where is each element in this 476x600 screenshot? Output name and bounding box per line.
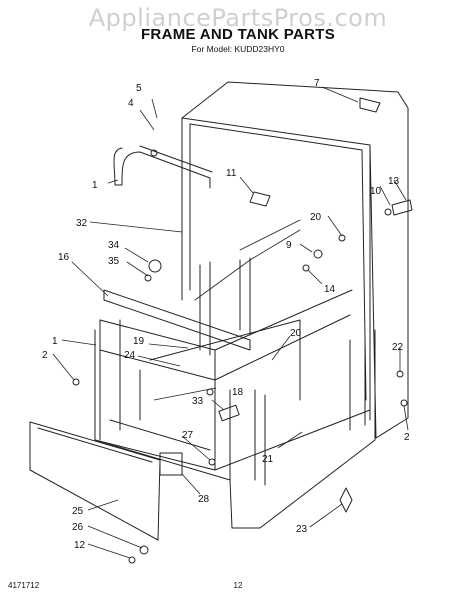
callout-17: 18 bbox=[232, 387, 244, 398]
callout-27: 27 bbox=[182, 430, 194, 441]
model-subtitle: For Model: KUDD23HY0 bbox=[191, 44, 285, 54]
watermark: AppliancePartsPros.com bbox=[88, 4, 388, 32]
callout-35: 35 bbox=[108, 256, 120, 267]
part-34 bbox=[148, 259, 162, 273]
part-33 bbox=[218, 404, 240, 422]
page-number: 12 bbox=[233, 581, 243, 590]
callout-1: 1 bbox=[52, 336, 58, 347]
part-7 bbox=[359, 97, 381, 113]
callout-28: 28 bbox=[198, 494, 210, 505]
callout-25: 23 bbox=[296, 524, 308, 535]
part-28 bbox=[159, 452, 183, 476]
rail bbox=[103, 289, 251, 351]
callout-26: 26 bbox=[72, 522, 84, 533]
callout-32: 32 bbox=[76, 218, 88, 229]
callout-23: 24 bbox=[124, 350, 136, 361]
callout-34: 34 bbox=[108, 240, 120, 251]
callout-22: 22 bbox=[392, 342, 404, 353]
callout-13: 13 bbox=[388, 176, 400, 187]
callout-10: 10 bbox=[370, 186, 382, 197]
callout-5: 5 bbox=[136, 83, 142, 94]
callout-9: 9 bbox=[286, 240, 292, 251]
callout-3: 1 bbox=[92, 180, 98, 191]
callout-2a: 2 bbox=[42, 350, 48, 361]
tank-outline bbox=[181, 81, 409, 439]
callout-16: 16 bbox=[58, 252, 70, 263]
part-11 bbox=[249, 191, 271, 207]
document-number: 4171712 bbox=[8, 581, 40, 590]
callout-18: 19 bbox=[133, 336, 145, 347]
callout-33: 33 bbox=[192, 396, 204, 407]
kickplate bbox=[29, 421, 161, 541]
callout-21: 21 bbox=[262, 454, 274, 465]
callout-14: 14 bbox=[324, 284, 336, 295]
callout-11: 11 bbox=[226, 168, 237, 179]
page-title: FRAME AND TANK PARTS bbox=[140, 26, 336, 43]
part-13 bbox=[391, 199, 413, 216]
part-25 bbox=[339, 487, 353, 513]
hose bbox=[113, 147, 211, 189]
callout-19: 20 bbox=[290, 328, 302, 339]
callout-4: 4 bbox=[128, 98, 134, 109]
callout-12: 12 bbox=[74, 540, 86, 551]
callout-24: 25 bbox=[72, 506, 84, 517]
callout-7: 7 bbox=[314, 78, 320, 89]
callout-20: 20 bbox=[310, 212, 322, 223]
callout-2b: 2 bbox=[404, 432, 410, 443]
